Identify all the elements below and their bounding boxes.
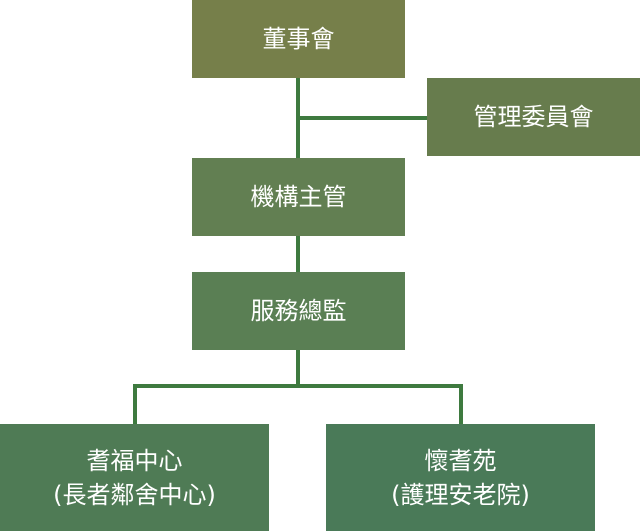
- connector-service-down: [296, 350, 300, 386]
- service-director-title: 服務總監: [250, 297, 347, 325]
- institution-director-title: 機構主管: [250, 183, 347, 211]
- care-home-subtitle: (護理安老院): [391, 480, 530, 509]
- care-home-title: 懷耆苑: [424, 446, 497, 475]
- institution-director-box: 機構主管: [192, 158, 405, 236]
- board-title: 董事會: [262, 25, 335, 53]
- elderly-center-box: 耆福中心 (長者鄰舍中心): [0, 424, 269, 531]
- connector-horizontal-branch: [133, 384, 463, 388]
- board-box: 董事會: [192, 0, 405, 78]
- connector-to-care-home: [459, 384, 463, 424]
- management-committee-title: 管理委員會: [473, 103, 594, 131]
- elderly-center-title: 耆福中心: [86, 446, 183, 475]
- elderly-center-subtitle: (長者鄰舍中心): [53, 480, 216, 509]
- management-committee-box: 管理委員會: [427, 78, 640, 156]
- connector-to-elderly-center: [133, 384, 137, 424]
- service-director-box: 服務總監: [192, 272, 405, 350]
- connector-to-management-committee: [296, 116, 427, 120]
- care-home-box: 懷耆苑 (護理安老院): [326, 424, 595, 531]
- connector-director-to-service: [296, 236, 300, 272]
